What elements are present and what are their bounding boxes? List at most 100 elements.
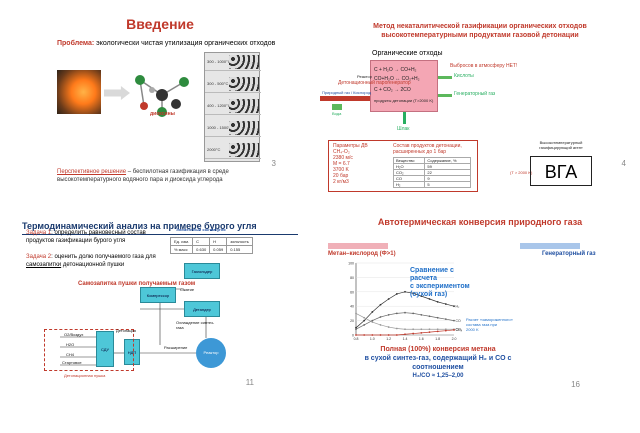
detonation-pipe [320,96,370,101]
slide-3[interactable]: Введение Проблема: экологически чистая у… [0,0,320,216]
flow-label: H2O [66,342,75,347]
diagram-title: Самозапитка пушки получаемым газом [78,281,196,287]
temperature-label: (T > 2000 K) [510,170,533,175]
gasholder-block: Газгольдер [184,263,220,279]
data-point [436,330,439,333]
series-line-2 [355,313,454,330]
data-point [355,312,357,315]
params-left: Параметры ДВ CH₄-O₂ 2380 м/с M = 6.7 370… [333,143,368,185]
data-point [428,298,431,300]
slide-title: Термодинамический анализ на примере буро… [22,221,257,231]
flow-label: Охлаждение синтез-газа [176,320,215,330]
data-point [387,326,390,328]
composition-caption: Элементный состав угля [176,227,226,232]
data-point [371,319,374,322]
gas-bar [520,243,580,249]
equation: C + CO₂ → 2CO [374,87,411,93]
series-label: CO [456,319,462,323]
x-tick-label: 1.4 [403,337,408,341]
series-label: CH₄ [456,328,463,332]
flow-label: Стартовое [62,360,82,365]
slide-number: 4 [621,159,626,168]
reactor-box: C + H₂O → CO+H₂ CO+H₂O ↔ CO₂+H₂ C + CO₂ … [370,60,438,112]
slide-16[interactable]: Автотермическая конверсия природного газ… [320,217,640,433]
data-point [444,303,447,305]
data-point [395,312,398,315]
y-tick-label: 100 [348,262,354,266]
organic-waste-label: Органические отходы [372,50,443,57]
data-point [420,313,423,316]
slide-number: 11 [245,378,254,387]
slag-label: Шлак [397,126,410,132]
vga-caption: Высокотемпературный газифицирующий агент [539,140,583,150]
x-tick-label: 1.8 [435,337,440,341]
problem-label: Проблема: [57,40,95,47]
data-point [412,312,415,315]
slide-title: Введение [126,16,194,32]
data-point [404,290,406,293]
y-tick-label: 60 [350,290,354,294]
data-point [379,316,382,318]
data-point [420,295,423,298]
data-point [395,334,398,336]
arrow-icon [104,86,130,100]
data-point [355,326,357,329]
data-point [436,300,439,303]
series-label: H₂ [456,304,461,308]
data-point [395,293,398,295]
data-point [379,334,382,336]
perspective-solution: Перспективное решение – беспилотная гази… [57,168,257,184]
slag-arrow [403,112,406,124]
task-1: Задача 1: определить равновесный состав … [26,230,146,244]
data-point [379,324,382,326]
reactor-label: Реактор [357,74,372,79]
output-acids: Кислоты [454,73,474,79]
pipe-label: Природный газ / Кислород [322,90,372,95]
no-emissions-label: Выбросов в атмосферу НЕТ! [450,63,518,69]
data-point [379,303,382,306]
y-tick-label: 40 [350,305,354,309]
data-point [420,331,423,334]
data-point [371,334,374,336]
data-point [404,333,406,336]
ratio-value: H₂/CO ≈ 1,25–2,00 [412,373,464,379]
data-point [363,334,366,336]
slide-4[interactable]: Метод некаталитической газификации орган… [320,0,640,216]
equation: продукты детонации (T>2000 K) [374,98,434,103]
data-point [444,328,447,331]
slide-11[interactable]: Термодинамический анализ на примере буро… [0,217,320,433]
y-tick-label: 0 [352,334,354,338]
water-label: Вода [332,111,342,116]
frozen-composition-note: Расчет «замороженного» состава газа при … [466,317,513,332]
data-point [436,328,439,331]
data-point [436,316,439,319]
comparison-note: Сравнение с расчета с экспериментом (сух… [410,267,470,298]
equation: CO+H₂O ↔ CO₂+H₂ [374,76,420,82]
compressor-block: Компрессор [140,287,176,303]
data-point [387,334,390,336]
equation: C + H₂O → CO+H₂ [374,67,417,73]
title-divider [22,234,298,235]
output-arrow-1 [438,76,452,79]
slide-title: Метод некаталитической газификации орган… [373,23,587,39]
data-point [453,305,455,308]
x-tick-label: 2.0 [452,337,457,341]
molecule-label: диоксины [150,111,175,117]
flow-label: O2/Воздух [64,332,84,337]
data-point [387,298,390,300]
data-point [395,327,398,330]
detonation-label: Детонационный парогенератор [338,80,411,86]
panel-row: 300 - 1000°C [205,53,261,71]
burning-waste-photo [57,70,101,114]
task-2: Задача 2: оценить долю получаемого газа … [26,254,156,268]
panel-row: 400 - 1200°C [205,97,261,115]
flow-connectors [60,288,207,366]
methane-oxygen-label: Метан–кислород (Ф>1) [328,251,396,257]
data-point [412,328,415,331]
